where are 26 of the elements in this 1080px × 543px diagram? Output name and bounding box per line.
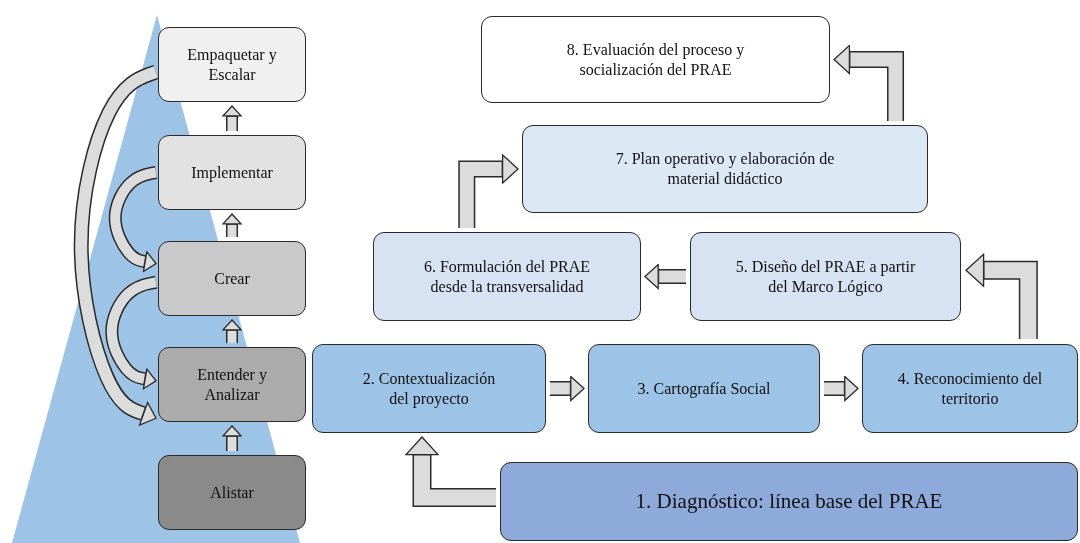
process-box <box>158 455 306 530</box>
process-box <box>158 135 306 210</box>
box-label: 1. Diagnóstico: línea base del PRAE <box>635 488 943 515</box>
process-box <box>481 16 830 103</box>
process-box <box>862 344 1078 433</box>
box-label: 7. Plan operativo y elaboración de material didáctico <box>614 149 836 189</box>
box-label: 6. Formulación del PRAE desde la transversalidad <box>422 256 592 297</box>
process-box <box>158 241 306 316</box>
box-label: 3. Cartografía Social <box>637 378 771 399</box>
process-box <box>690 232 961 321</box>
process-box <box>373 232 641 321</box>
box-label: 5. Diseño del PRAE a partir del Marco Lógico <box>734 256 917 297</box>
box-label: 4. Reconocimiento del territorio <box>896 368 1044 409</box>
process-box <box>588 344 820 433</box>
box-label: Alistar <box>210 482 254 503</box>
process-box <box>158 347 306 422</box>
process-box <box>500 462 1078 541</box>
box-label: 8. Evaluación del proceso y socialización del PRAE <box>565 39 746 80</box>
box-label: 2. Contextualización del proyecto <box>361 368 497 409</box>
box-label: Entender y Analizar <box>196 364 268 405</box>
box-label: Empaquetar y Escalar <box>186 44 278 85</box>
process-box <box>522 125 928 213</box>
box-label: Crear <box>214 268 250 289</box>
process-box <box>312 344 546 433</box>
process-box <box>158 27 306 102</box>
box-label: Implementar <box>191 162 273 183</box>
